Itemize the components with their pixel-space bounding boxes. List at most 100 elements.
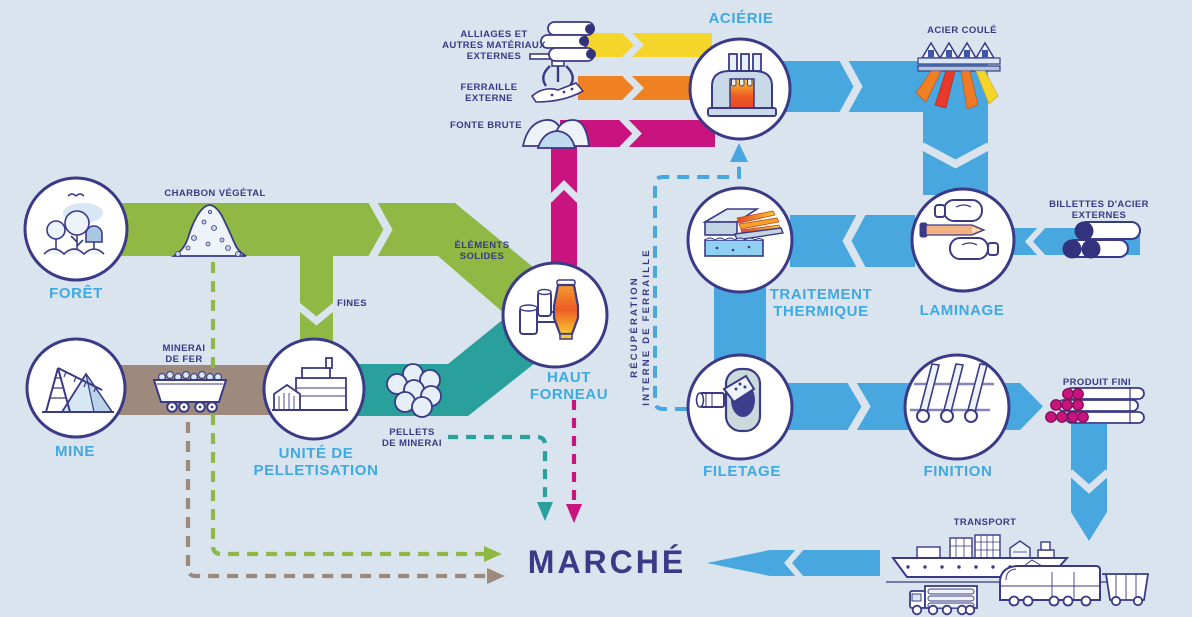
chevron-gap-marche-left — [784, 546, 804, 580]
finishing-icon — [910, 363, 994, 423]
alloy-rolls-icon — [540, 21, 596, 62]
ore-cart-icon — [152, 371, 228, 413]
dashed-flows — [185, 143, 748, 584]
blast-furnace-icon — [519, 279, 580, 340]
label-laminage: LAMINAGE — [919, 302, 1005, 319]
label-line: PELLETISATION — [253, 461, 379, 479]
label-elements-solides: ÉLÉMENTS SOLIDES — [454, 240, 510, 263]
label-line: INTERNE DE FERRAILLE — [641, 248, 652, 406]
dashed-charbon-arrowhead — [484, 546, 502, 562]
flow-casting-drop-band — [923, 100, 988, 195]
chevron-gap-laminage-left — [842, 211, 866, 271]
dashed-minerai-arrowhead — [487, 568, 505, 584]
label-acierie: ACIÉRIE — [708, 10, 774, 27]
threading-icon — [695, 367, 762, 433]
train-icon — [999, 559, 1150, 607]
label-line: EXTERNES — [466, 50, 522, 62]
chevron-gap-produit-down — [1067, 469, 1111, 494]
chevron-gap-finition-right — [847, 378, 871, 435]
label-fines: FINES — [337, 298, 367, 309]
dashed-recuperation-arrowhead — [730, 143, 748, 162]
node-mine — [25, 337, 127, 439]
label-transport: TRANSPORT — [953, 517, 1017, 528]
chevron-gap-yellow — [622, 28, 644, 62]
icons — [42, 21, 1150, 616]
chevron-gap-billettes-left — [1024, 223, 1046, 260]
label-filetage: FILETAGE — [703, 463, 781, 480]
label-line: ÉLÉMENTS — [454, 240, 510, 251]
label-mine: MINE — [55, 443, 95, 460]
heat-treatment-icon — [702, 208, 784, 257]
dashed-fonte-arrowhead — [566, 504, 582, 523]
flow-alliages-band — [578, 33, 712, 57]
rolling-mill-icon — [919, 199, 999, 260]
label-line: DE FER — [165, 353, 203, 365]
label-line: EXTERNES — [1071, 209, 1127, 221]
chevron-gap-acierie-out — [839, 57, 863, 116]
dashed-pellets-arrowhead — [537, 502, 553, 521]
label-billettes: BILLETTES D'ACIER EXTERNES — [1049, 199, 1149, 222]
pelletising-plant-icon — [272, 357, 348, 411]
chevron-gap-magenta-h — [619, 115, 642, 152]
finished-bundle-icon — [1045, 387, 1145, 424]
label-line: MINERAI — [162, 343, 206, 354]
chevron-gap-green — [368, 199, 393, 260]
dashed-pellets-marche — [448, 434, 548, 503]
charcoal-pile-icon — [170, 204, 247, 257]
label-line: BILLETTES D'ACIER — [1049, 199, 1149, 210]
label-produit-fini: PRODUIT FINI — [1062, 377, 1132, 388]
label-foret: FORÊT — [49, 285, 103, 302]
dashed-charbon-marche — [210, 262, 484, 557]
flow-fonte-band-vertical — [551, 128, 577, 300]
chevron-gap-magenta-up — [546, 180, 582, 203]
label-traitement-thermique: TRAITEMENT THERMIQUE — [769, 286, 873, 321]
label-line: SOLIDES — [459, 250, 505, 262]
label-haut-forneau: HAUT FORNEAU — [529, 369, 609, 404]
label-line: PELLETS — [389, 427, 435, 438]
label-line: EXTERNE — [465, 92, 513, 104]
flow-fines-band — [300, 256, 333, 345]
label-ferraille-externe: FERRAILLE EXTERNE — [460, 82, 518, 105]
label-line: RÉCUPÉRATION — [629, 276, 640, 378]
forest-icon — [43, 193, 105, 256]
label-line: FERRAILLE — [460, 82, 518, 93]
chevron-gaps — [294, 28, 1111, 580]
label-marche: MARCHÉ — [527, 544, 687, 580]
continuous-casting-icon — [915, 41, 1001, 110]
pellets-icon — [386, 363, 442, 418]
flow-tt-filetage-band — [714, 280, 766, 370]
dashed-minerai-marche — [185, 422, 487, 579]
steel-billets-icon — [1062, 221, 1141, 259]
flow-ferraille-band — [578, 76, 712, 100]
flow-laminage-tt-band — [790, 215, 915, 267]
flow-produit-transport-arrow — [1071, 424, 1107, 541]
pig-iron-icon — [521, 119, 591, 149]
label-line: UNITÉ DE — [278, 445, 354, 462]
chevron-gap-orange — [622, 71, 644, 105]
label-charbon-vegetal: CHARBON VÉGÉTAL — [164, 188, 266, 199]
truck-icon — [909, 585, 978, 616]
label-line: ALLIAGES ET — [460, 29, 528, 40]
label-line: HAUT — [546, 369, 592, 386]
label-unite-pelletisation: UNITÉ DE PELLETISATION — [253, 445, 379, 480]
mine-icon — [42, 367, 114, 413]
flow-transport-marche-arrow — [707, 550, 880, 576]
flow-filetage-finition-band — [780, 383, 910, 430]
label-pellets-de-minerai: PELLETS DE MINERAI — [382, 427, 442, 450]
label-acier-coule: ACIER COULÉ — [927, 25, 997, 36]
label-alliages: ALLIAGES ET AUTRES MATÉRIAUX EXTERNES — [442, 29, 546, 62]
label-line: TRAITEMENT — [769, 286, 873, 303]
label-recuperation: RÉCUPÉRATION INTERNE DE FERRAILLE — [629, 248, 653, 405]
label-line: THERMIQUE — [773, 302, 869, 320]
dashed-recuperation-loop — [653, 164, 741, 411]
label-line: AUTRES MATÉRIAUX — [442, 39, 546, 51]
label-line: FORNEAU — [529, 385, 609, 403]
label-minerai-de-fer: MINERAI DE FER — [162, 343, 206, 366]
label-fonte-brute: FONTE BRUTE — [450, 120, 522, 131]
chevron-gap-casting-down — [920, 142, 991, 169]
label-line: DE MINERAI — [382, 437, 442, 449]
label-finition: FINITION — [923, 463, 993, 480]
chevron-gap-fines-down — [294, 302, 339, 326]
